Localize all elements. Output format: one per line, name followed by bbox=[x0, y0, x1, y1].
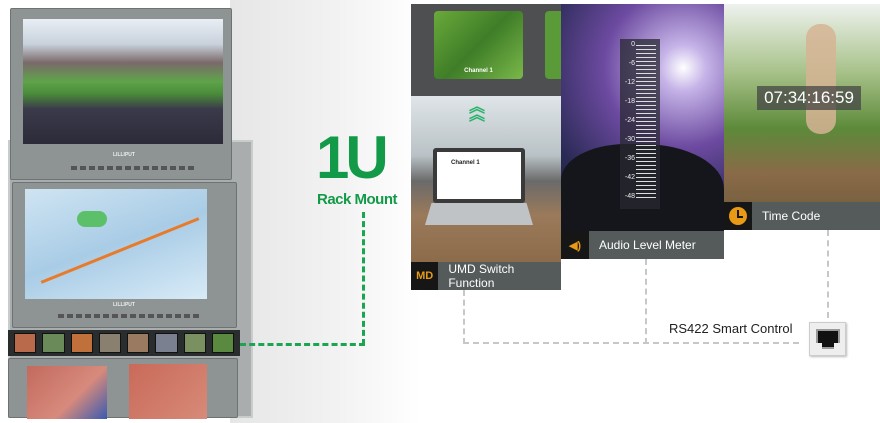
meter-tick-label: -24 bbox=[624, 117, 635, 124]
monitor-buttons bbox=[58, 314, 199, 318]
umd-label-bar: MD UMD Switch Function bbox=[411, 262, 561, 290]
ethernet-port-icon bbox=[809, 322, 846, 356]
runner-image bbox=[27, 366, 107, 419]
pole-vault-image bbox=[25, 189, 207, 299]
connector-horizontal bbox=[463, 342, 799, 344]
up-chevrons-icon: ︽︽ bbox=[469, 99, 486, 124]
connector-umd bbox=[463, 290, 465, 344]
meter-tick-label: -42 bbox=[624, 174, 635, 181]
stadium-image bbox=[23, 19, 223, 144]
clock-icon bbox=[724, 202, 752, 230]
runner-figure bbox=[806, 24, 836, 134]
meter-tick-label: 0 bbox=[631, 41, 635, 48]
timecode-label: Time Code bbox=[762, 209, 821, 223]
umd-icon: MD bbox=[411, 262, 439, 290]
monitor-buttons bbox=[71, 166, 194, 170]
timecode-feature-panel: 07:34:16:59 Time Code bbox=[724, 4, 880, 230]
connector-audio bbox=[645, 259, 647, 344]
connector-timecode bbox=[827, 230, 829, 318]
background-fade bbox=[230, 0, 420, 423]
timecode-display: 07:34:16:59 bbox=[757, 86, 861, 110]
middle-monitor: LILLIPUT bbox=[12, 182, 237, 328]
track-image bbox=[129, 364, 207, 419]
green-connector-vertical bbox=[362, 212, 365, 345]
umd-feature-panel: Channel 1 ︽︽ Channel 1 MD UMD Switch Fun… bbox=[411, 4, 561, 290]
meter-tick-label: -6 bbox=[628, 60, 635, 67]
rack-mount-subline: Rack Mount bbox=[317, 191, 398, 208]
laptop-screen: Channel 1 bbox=[433, 148, 525, 203]
timecode-label-bar: Time Code bbox=[724, 202, 880, 230]
meter-tick-label: -30 bbox=[624, 136, 635, 143]
channel-label: Channel 1 bbox=[464, 68, 493, 74]
audio-label-bar: ◀) Audio Level Meter bbox=[561, 231, 724, 259]
laptop-channel-text: Channel 1 bbox=[451, 160, 480, 166]
green-connector-horizontal bbox=[240, 343, 365, 346]
channel-thumbnails: Channel 1 bbox=[411, 4, 561, 96]
top-monitor: LILLIPUT bbox=[10, 8, 232, 180]
audio-feature-panel: 0 -6 -12 -18 -24 -30 -36 -42 -48 ◀) Audio Level … bbox=[561, 4, 724, 259]
meter-tick-label: -12 bbox=[624, 79, 635, 86]
audio-meter: 0 -6 -12 -18 -24 -30 -36 -42 -48 bbox=[620, 39, 660, 209]
bottom-monitor bbox=[8, 358, 238, 419]
rack-unit-headline: 1U bbox=[316, 124, 389, 191]
meter-tick-label: -48 bbox=[624, 193, 635, 200]
laptop-desk-image: ︽︽ Channel 1 bbox=[411, 96, 561, 266]
meter-tick-label: -18 bbox=[624, 98, 635, 105]
rs422-label: RS422 Smart Control bbox=[669, 321, 793, 336]
umd-label: UMD Switch Function bbox=[448, 262, 515, 290]
brand-logo: LILLIPUT bbox=[113, 152, 135, 158]
speaker-icon: ◀) bbox=[561, 231, 589, 259]
audio-label: Audio Level Meter bbox=[599, 238, 696, 252]
brand-logo: LILLIPUT bbox=[113, 302, 135, 308]
meter-tick-label: -36 bbox=[624, 155, 635, 162]
thumbnail-strip bbox=[8, 330, 240, 356]
